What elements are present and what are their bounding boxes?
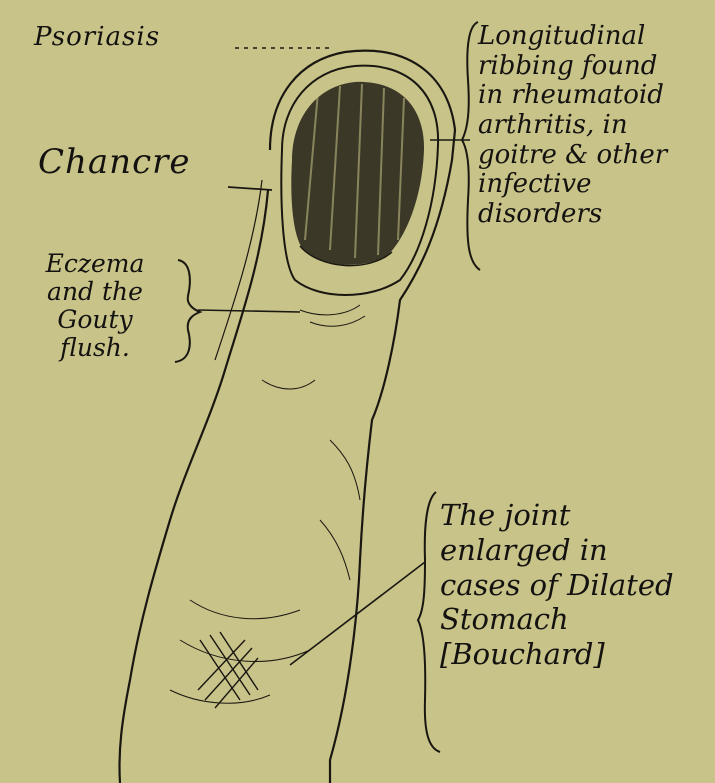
knuckle-hatching <box>198 632 258 708</box>
ribbing-label: Longitudinal ribbing found in rheumatoid… <box>478 22 710 229</box>
eczema-leader <box>198 310 300 312</box>
chancre-label: Chancre <box>38 145 191 180</box>
chancre-leader <box>228 187 272 190</box>
psoriasis-label: Psoriasis <box>34 24 160 51</box>
joint-brace <box>418 492 440 752</box>
eczema-label: Eczema and the Gouty flush. <box>10 250 180 362</box>
joint-label: The joint enlarged in cases of Dilated S… <box>440 498 710 672</box>
joint-leader <box>290 562 425 665</box>
skin-shading <box>170 305 365 703</box>
